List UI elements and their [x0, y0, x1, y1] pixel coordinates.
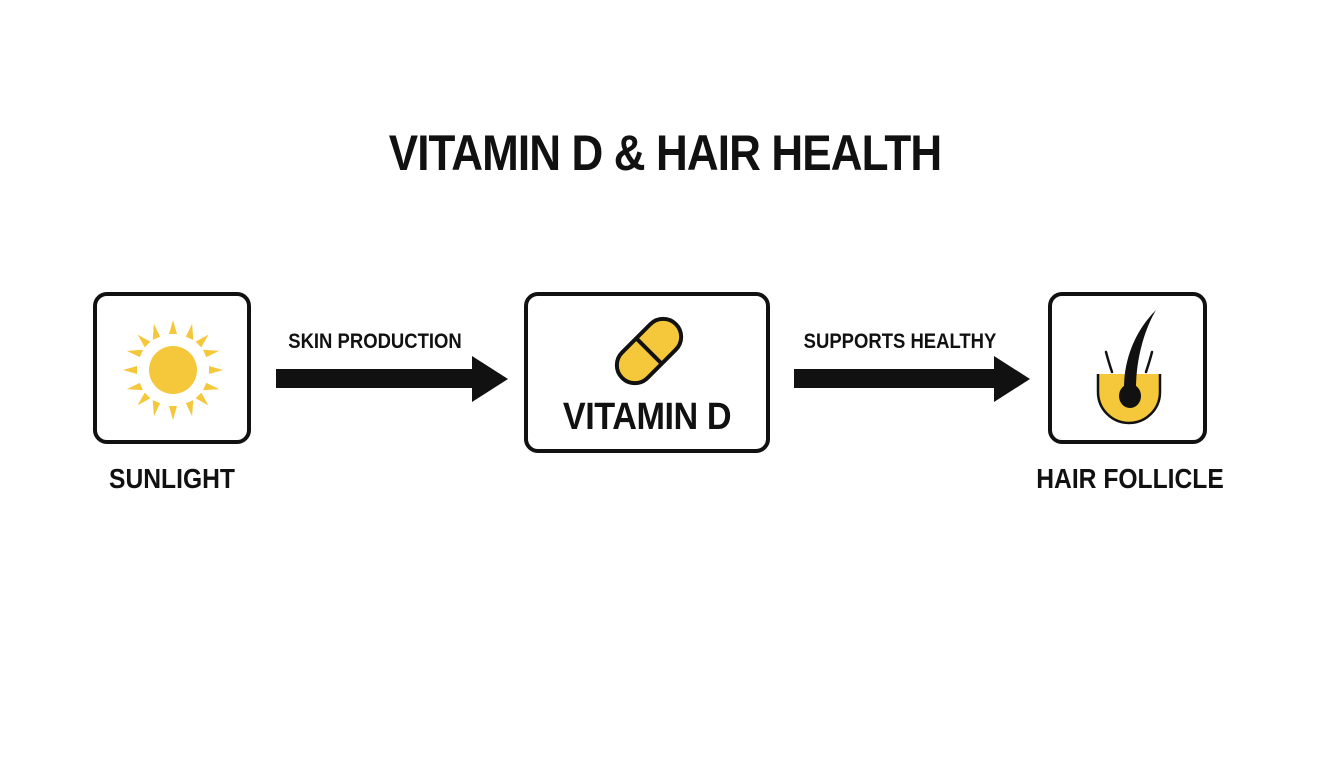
arrow-vitamin-d-to-hair-follicle: [794, 356, 1030, 402]
sunlight-node: [93, 292, 251, 444]
sunlight-label: SUNLIGHT: [109, 463, 235, 494]
diagram-title: VITAMIN D & HAIR HEALTH: [388, 125, 942, 181]
sun-icon: [123, 320, 223, 420]
hair-follicle-icon: [1096, 310, 1162, 425]
vitamin-d-label: VITAMIN D: [562, 396, 732, 438]
vitamin-d-node: VITAMIN D: [524, 292, 770, 453]
hair-follicle-label: HAIR FOLLICLE: [1036, 463, 1224, 494]
pill-icon: [614, 316, 684, 386]
arrow-sunlight-to-vitamin-d: [276, 356, 508, 402]
edge-label-skin-production: SKIN PRODUCTION: [288, 330, 462, 353]
edge-label-supports-healthy: SUPPORTS HEALTHY: [803, 330, 997, 353]
hair-follicle-node: [1048, 292, 1207, 444]
